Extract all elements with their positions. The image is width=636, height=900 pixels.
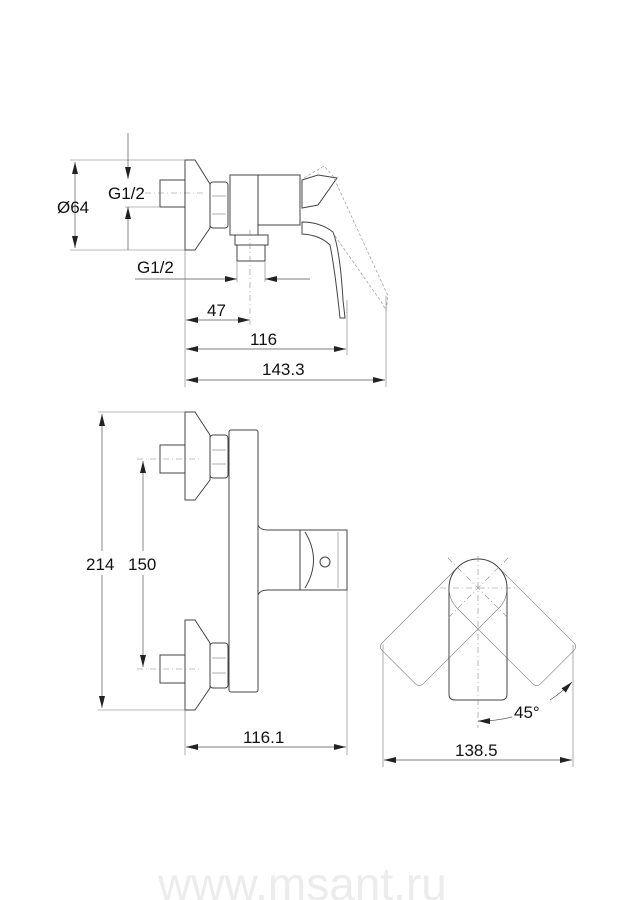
diameter-label: Ø64	[57, 198, 89, 217]
handle-side	[257, 524, 348, 596]
depth-label: 116.1	[243, 728, 284, 747]
outlet-thread-label: G1/2	[137, 258, 174, 277]
rotation-angle-label: 45°	[514, 703, 540, 722]
dimension-lines-top	[70, 133, 387, 387]
swing-width-label: 138.5	[455, 741, 498, 760]
overall-length-label: 143.3	[262, 360, 305, 379]
front-view: 214 150 116.1	[86, 411, 348, 755]
handle-rotation-view: 45° 138.5	[380, 556, 576, 767]
inlet-spacing-label: 150	[128, 555, 156, 574]
watermark: www.msant.ru	[157, 858, 447, 900]
height-label: 214	[86, 555, 114, 574]
upper-inlet	[137, 411, 229, 501]
body-length-label: 116	[250, 330, 277, 349]
dimension-lines-front	[98, 411, 348, 755]
mixer-body-plate	[228, 429, 259, 693]
inlet-thread-label: G1/2	[108, 184, 145, 203]
mixer-side-outline	[145, 159, 389, 325]
lower-inlet	[137, 619, 229, 711]
dimension-lines-handle	[382, 645, 574, 767]
top-view: Ø64 G1/2 G1/2 47 116 143.3	[57, 133, 389, 387]
outlet-offset-label: 47	[207, 301, 226, 320]
